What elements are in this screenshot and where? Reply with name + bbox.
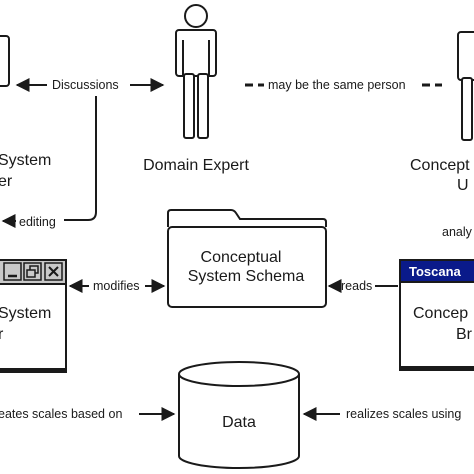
folder-icon [167, 209, 327, 308]
editor-window [0, 259, 67, 373]
realizes-scales-label: realizes scales using [346, 407, 461, 421]
data-label: Data [222, 414, 256, 431]
system-editor-label-1: System [0, 152, 51, 169]
database-icon [178, 361, 300, 469]
schema-label-1: Conceptual [201, 249, 282, 266]
browser-window [399, 259, 474, 371]
browser-window-label-1: Concep [413, 305, 468, 322]
system-editor-label-2: er [0, 173, 13, 190]
discussions-label: Discussions [52, 78, 119, 92]
person-icon-left [0, 35, 10, 87]
editor-window-label-1: System [0, 305, 51, 322]
modifies-label: modifies [93, 279, 140, 293]
domain-expert-label: Domain Expert [143, 157, 249, 174]
editor-window-label-2: r [0, 326, 4, 343]
editing-connector [64, 96, 97, 221]
same-person-label: may be the same person [268, 78, 406, 92]
browser-window-title: Toscana [409, 264, 462, 279]
creates-scales-label: eates scales based on [0, 407, 122, 421]
conceptual-user-label-2: U [457, 177, 469, 194]
window-minimize-icon[interactable] [3, 262, 22, 281]
window-maximize-icon[interactable] [23, 262, 42, 281]
conceptual-user-label-1: Concept [410, 157, 470, 174]
editing-label: editing [19, 215, 56, 229]
reads-label: reads [341, 279, 372, 293]
person-icon-right [457, 31, 474, 141]
browser-window-label-2: Br [456, 326, 473, 343]
person-icon [175, 4, 217, 139]
schema-label-2: System Schema [188, 268, 305, 285]
window-close-icon[interactable] [44, 262, 63, 281]
analy-label: analy [442, 225, 473, 239]
